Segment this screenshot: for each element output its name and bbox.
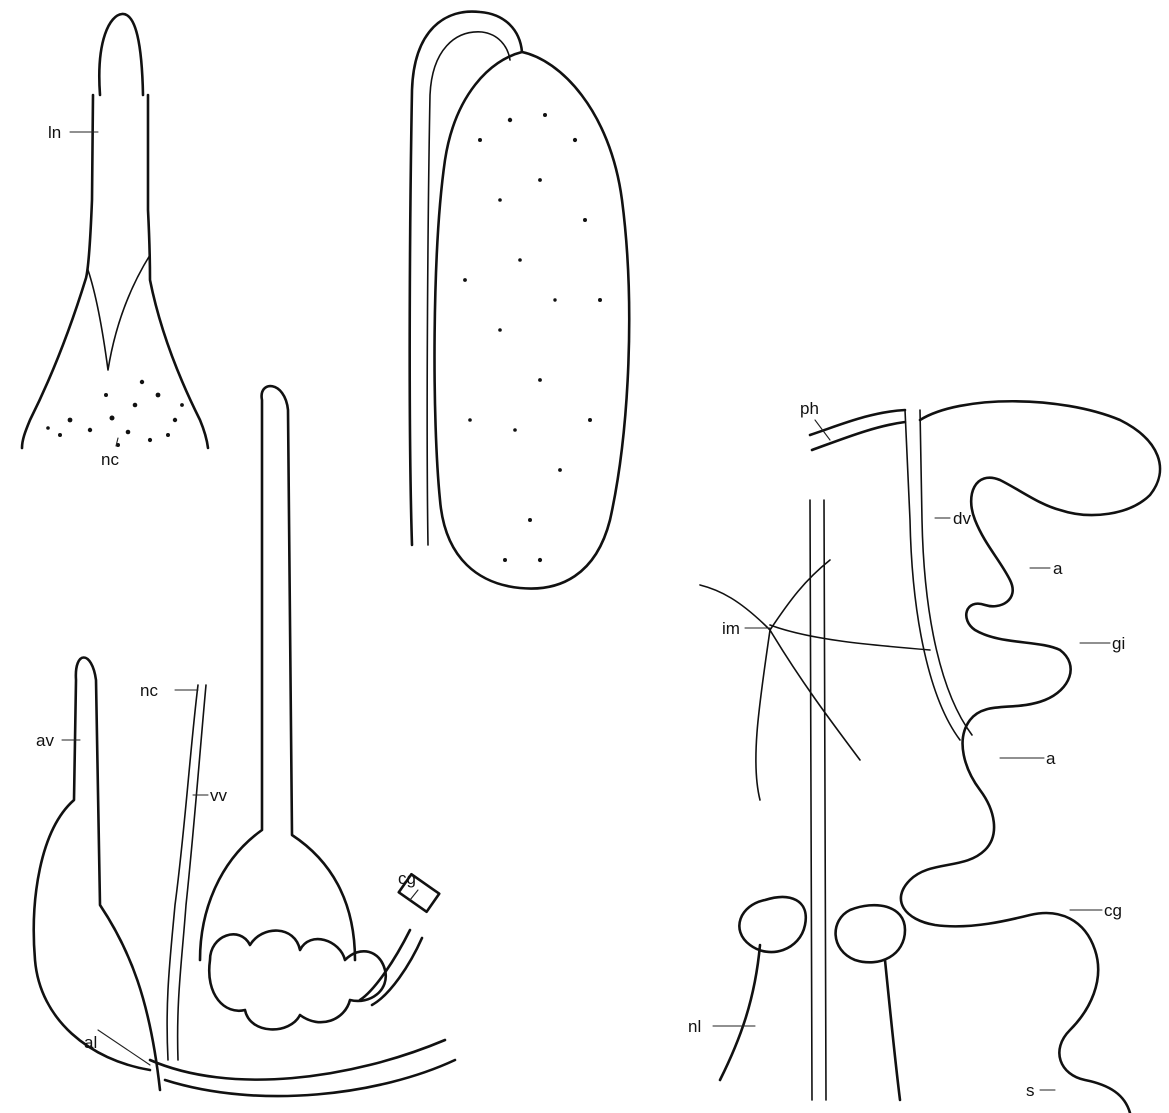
capsule-texture <box>463 113 602 562</box>
ventral-vessel <box>167 685 206 1060</box>
label-a-mid: a <box>1046 749 1056 768</box>
pharynx-tube <box>810 410 905 450</box>
label-av: av <box>36 731 54 750</box>
label-gi: gi <box>1112 634 1125 653</box>
nephridia-left <box>720 897 806 1080</box>
nephridia-right <box>836 905 905 1100</box>
label-nc-left: nc <box>140 681 158 700</box>
coiled-gland-duct <box>360 930 422 1005</box>
label-cg-right: cg <box>1104 901 1122 920</box>
proboscis-body <box>22 95 208 448</box>
panel-top-left: ln nc <box>22 14 208 469</box>
label-im: im <box>722 619 740 638</box>
proboscis-outline-left <box>99 14 143 95</box>
cg-left-leader <box>410 890 418 900</box>
glandular-mass <box>209 931 386 1030</box>
label-cg-left: cg <box>398 869 416 888</box>
label-nl: nl <box>688 1017 701 1036</box>
duct-hook-inner <box>427 32 510 545</box>
intestinal-muscles <box>700 560 930 800</box>
label-dv: dv <box>953 509 971 528</box>
label-ph: ph <box>800 399 819 418</box>
label-nc-top: nc <box>101 450 119 469</box>
al-leader <box>98 1030 150 1065</box>
panel-right: ph dv a im gi a cg nl s <box>688 399 1160 1113</box>
mid-gut-loop <box>901 650 1130 1113</box>
nerve-cord-right <box>810 500 826 1100</box>
left-vesicle <box>34 658 160 1091</box>
outer-curve <box>150 1040 455 1096</box>
label-ln: ln <box>48 123 61 142</box>
label-vv: vv <box>210 786 228 805</box>
right-vesicle <box>200 386 355 960</box>
nerve-cell-dots <box>46 380 184 447</box>
panel-bottom-left: nc av vv cg al <box>34 386 455 1096</box>
panel-top-center <box>410 12 629 589</box>
capsule-outline <box>435 52 630 589</box>
inner-cone <box>88 255 150 370</box>
label-al-left: al <box>84 1033 97 1052</box>
label-s: s <box>1026 1081 1035 1100</box>
label-a-upper: a <box>1053 559 1063 578</box>
dorsal-vessel <box>905 410 972 740</box>
